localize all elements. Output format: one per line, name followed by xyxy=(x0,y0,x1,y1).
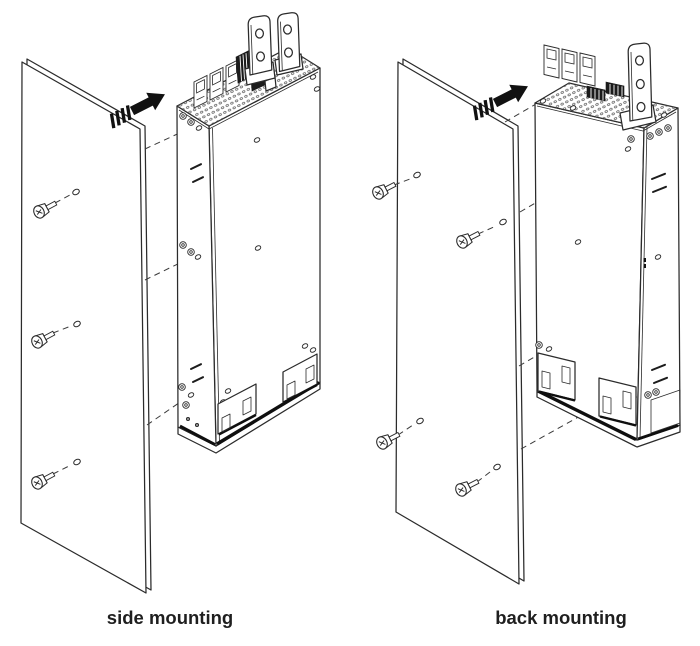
mounting-hole-ring xyxy=(652,388,660,396)
back-mounting-figure: back mounting xyxy=(370,42,681,628)
busbar-terminals xyxy=(244,12,304,86)
bottom-edge-shadow xyxy=(179,424,216,446)
edge-latch-mark xyxy=(643,264,646,268)
bottom-edge-shadow xyxy=(637,424,679,441)
power-supply-unit xyxy=(534,42,681,448)
narrow-face-details xyxy=(643,111,681,434)
panel-front-face xyxy=(395,61,520,585)
terminal-block xyxy=(579,52,596,87)
mounting-hole-ring xyxy=(664,124,672,132)
mounting-panel xyxy=(20,58,152,594)
busbar-hole xyxy=(282,24,293,35)
terminal-block xyxy=(543,44,560,79)
side-mounting-figure: side mounting xyxy=(20,12,321,628)
cutout-slot xyxy=(305,364,315,384)
bottom-connector-cutouts xyxy=(217,353,318,436)
mounting-hole-ring xyxy=(644,391,652,399)
side-vent-slits xyxy=(651,172,668,384)
mounting-hole-ring xyxy=(535,341,543,349)
cutout-flap xyxy=(282,353,318,403)
cutout-slot xyxy=(221,413,231,433)
power-supply-unit xyxy=(176,12,321,454)
mounting-hole-ring xyxy=(646,132,654,140)
cutout-slot xyxy=(541,370,551,390)
busbar-hole xyxy=(636,101,646,113)
bottom-connector-cutouts xyxy=(537,352,637,427)
busbar-hole xyxy=(634,55,645,66)
busbar-terminals xyxy=(619,42,657,131)
mounting-hole-ring xyxy=(655,128,663,136)
mounting-panel xyxy=(395,58,525,585)
mounting-hole-ring xyxy=(179,112,187,120)
screw-alignment-dashes xyxy=(393,178,497,483)
mounting-hole-ring xyxy=(187,118,195,126)
front-edge-fold-line xyxy=(212,127,220,445)
cutout-slot xyxy=(242,396,252,416)
busbar-terminal xyxy=(277,12,301,73)
chassis-hole xyxy=(185,416,191,422)
top-rim-line xyxy=(536,105,677,132)
figure-caption: side mounting xyxy=(107,607,233,628)
panel-front-face xyxy=(20,61,147,594)
chassis-hole xyxy=(194,422,200,428)
front-edge-fold-line xyxy=(639,126,648,440)
busbar-hole xyxy=(255,51,266,62)
side-vent-slits xyxy=(190,163,204,383)
cutout-flap xyxy=(217,383,257,435)
top-rim-line xyxy=(178,71,319,130)
cutout-slot xyxy=(602,395,612,415)
unit-narrow-face xyxy=(176,105,217,447)
label-plate xyxy=(650,389,681,434)
mounting-hole-ring xyxy=(178,383,186,391)
figure-caption: back mounting xyxy=(495,607,627,628)
busbar-hole xyxy=(283,47,294,58)
mounting-hole-ring xyxy=(627,135,635,143)
busbar-hole xyxy=(254,28,265,39)
mounting-hole-ring xyxy=(179,241,187,249)
terminal-block xyxy=(561,48,578,83)
edge-latch-mark xyxy=(643,258,646,262)
bottom-edge-shadow xyxy=(537,389,637,442)
signal-connector xyxy=(586,81,625,102)
cutout-slot xyxy=(286,380,296,400)
mounting-hole-ring xyxy=(187,248,195,256)
mounting-hole-ring xyxy=(182,401,190,409)
busbar-terminal xyxy=(247,15,273,76)
cutout-slot xyxy=(561,365,571,385)
screw-alignment-dashes xyxy=(52,194,72,475)
cutout-slot xyxy=(622,390,632,410)
side-mounting-holes xyxy=(178,112,203,428)
busbar-hole xyxy=(635,78,645,90)
